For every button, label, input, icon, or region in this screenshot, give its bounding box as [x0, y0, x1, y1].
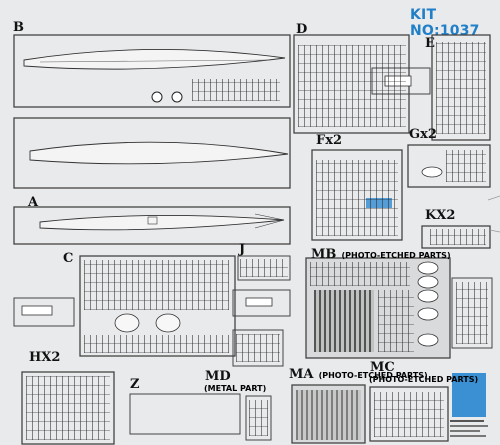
sprue-label-c: C	[63, 251, 74, 266]
notes-block	[450, 418, 494, 440]
sprue-label-z: Z	[130, 377, 140, 392]
sprue-mb-extension	[451, 277, 493, 349]
mb-oval-1	[417, 261, 439, 275]
sprue-label-g: Gx2	[409, 127, 437, 142]
hull-half-lower	[29, 141, 289, 165]
sprue-label-f: Fx2	[316, 133, 343, 148]
sprue-note-ma: (PHOTO-ETCHED PARTS)	[318, 371, 428, 380]
sprue-h-parts	[26, 376, 110, 440]
sprue-h-frame	[21, 371, 115, 445]
sprue-note-mb: (PHOTO-ETCHED PARTS)	[341, 251, 451, 260]
sprue-label-d: D	[296, 22, 308, 37]
mb-extension-parts	[456, 282, 488, 344]
sprue-d-parts	[298, 45, 406, 127]
sprue-j-frame	[237, 255, 291, 281]
sprue-b2-frame	[13, 117, 291, 189]
sprue-label-mc: MC	[370, 360, 395, 375]
note-line	[450, 425, 488, 427]
note-line	[450, 420, 484, 422]
sprue-label-e: E	[425, 36, 435, 51]
sprue-mc-frame	[369, 386, 449, 442]
sprue-j2-frame	[232, 289, 291, 317]
hull-half-top	[23, 49, 286, 70]
sprue-f-parts	[316, 160, 398, 236]
sprue-j-parts	[240, 259, 288, 277]
sprue-b-small-parts	[192, 79, 280, 101]
sprue-label-h: HX2	[29, 350, 61, 365]
sprue-k-frame	[421, 225, 491, 249]
mb-oval-4	[417, 307, 439, 321]
hull-line	[39, 59, 271, 63]
propeller-1-icon	[151, 91, 163, 103]
sprue-z-frame	[129, 393, 241, 435]
sprue-e-parts	[436, 42, 486, 134]
sprue-note-md: (METAL PART)	[204, 384, 267, 393]
sprue-label-ma-group: MA (PHOTO-ETCHED PARTS)	[289, 363, 428, 382]
conning-part	[114, 313, 140, 333]
mb-etched-parts	[310, 262, 410, 286]
sprue-md-frame	[245, 395, 272, 441]
g-part	[421, 166, 443, 178]
bow-hatching	[254, 213, 285, 229]
deck-part	[39, 215, 285, 231]
edge-mark	[487, 195, 500, 233]
mb-etched-grid	[314, 290, 374, 352]
sprue-label-mb-group: MB (PHOTO-ETCHED PARTS)	[311, 243, 451, 262]
mb-oval-2	[417, 275, 439, 289]
sprue-label-j: J	[239, 242, 246, 257]
sprue-j3-frame	[232, 329, 284, 367]
mb-etched-parts-2	[378, 290, 414, 352]
sprue-label-a: A	[28, 195, 39, 210]
sprue-j3-parts	[236, 334, 280, 362]
periscope-part	[21, 305, 53, 316]
sprue-g-frame	[407, 144, 491, 188]
sprue-c-parts-lower	[84, 335, 229, 353]
deck-opening	[147, 216, 158, 225]
ma-etched-parts	[296, 390, 361, 440]
sprue-note-mc: (PHOTO-ETCHED PARTS)	[369, 375, 479, 384]
sprue-c-extension	[13, 297, 75, 327]
mc-etched-parts	[374, 392, 444, 437]
sprue-label-k: KX2	[425, 208, 456, 223]
sprue-label-mb: MB	[311, 247, 337, 262]
mb-oval-3	[417, 289, 439, 303]
sprue-f-frame	[311, 149, 403, 241]
sprue-b-frame	[13, 34, 291, 108]
note-line	[450, 435, 486, 437]
sprue-label-ma: MA	[289, 367, 314, 382]
sprue-e-frame	[431, 34, 491, 141]
info-panel	[452, 373, 486, 417]
sprue-label-b: B	[13, 20, 24, 35]
md-parts	[249, 400, 268, 436]
mb-oval-5	[417, 333, 439, 347]
propeller-2-icon	[171, 91, 183, 103]
sprue-label-md: MD	[205, 369, 231, 384]
sprue-a-frame	[13, 206, 291, 245]
sprue-c-frame	[79, 255, 236, 357]
torpedo-part	[245, 297, 273, 307]
note-line	[450, 430, 480, 432]
conning-part-2	[155, 313, 181, 333]
sprue-c-parts	[84, 260, 229, 310]
sprue-k-parts	[430, 229, 486, 245]
sprue-g-parts	[446, 150, 486, 182]
